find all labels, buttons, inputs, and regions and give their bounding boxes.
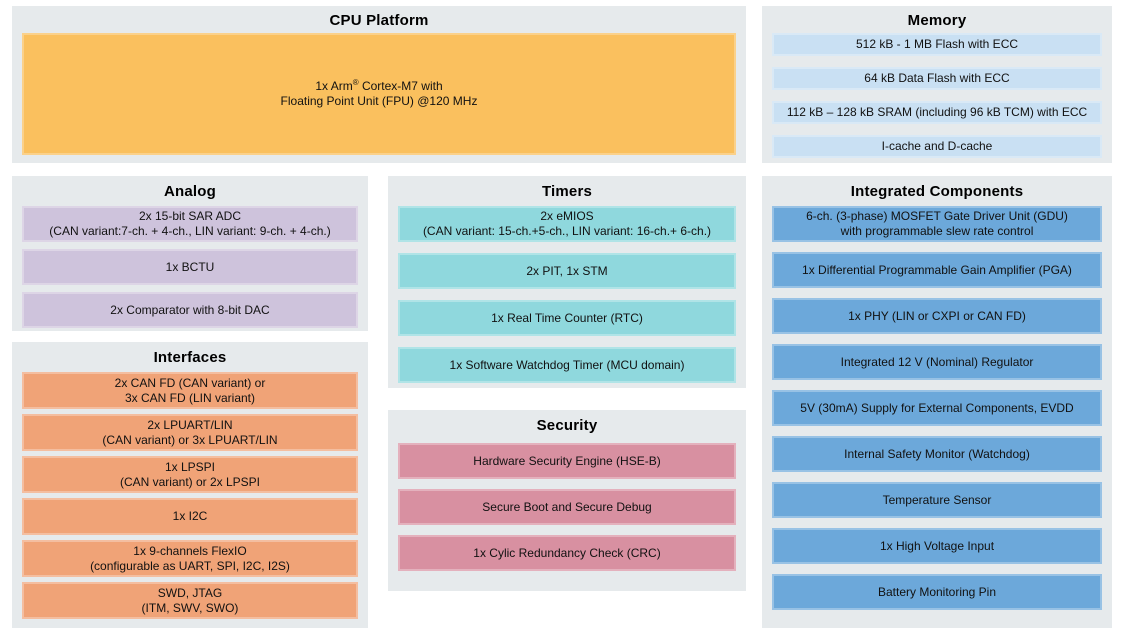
feature-row: Internal Safety Monitor (Watchdog) [772, 436, 1102, 472]
feature-row-line: Battery Monitoring Pin [877, 584, 997, 599]
feature-row: 1x BCTU [22, 249, 358, 285]
feature-row: Secure Boot and Secure Debug [398, 489, 736, 525]
feature-row: 1x Real Time Counter (RTC) [398, 300, 736, 336]
feature-row-line: 3x CAN FD (LIN variant) [124, 390, 256, 405]
panel-memory: Memory 512 kB - 1 MB Flash with ECC 64 kB… [762, 6, 1112, 163]
feature-row: 512 kB - 1 MB Flash with ECC [772, 33, 1102, 56]
memory-rows: 512 kB - 1 MB Flash with ECC 64 kB Data F… [772, 33, 1102, 158]
feature-row: 1x Cylic Redundancy Check (CRC) [398, 535, 736, 571]
feature-row-line: 1x I2C [172, 509, 208, 523]
panel-title-memory: Memory [907, 12, 967, 29]
feature-row-line: 1x LPSPI [164, 459, 216, 474]
feature-row-line: 64 kB Data Flash with ECC [864, 71, 1010, 85]
feature-row: 2x 15-bit SAR ADC(CAN variant:7-ch. + 4-… [22, 206, 358, 242]
feature-row: Battery Monitoring Pin [772, 574, 1102, 610]
timers-rows: 2x eMIOS(CAN variant: 15-ch.+5-ch., LIN … [398, 206, 736, 383]
feature-row-line: Internal Safety Monitor (Watchdog) [844, 446, 1030, 461]
panel-security: Security Hardware Security Engine (HSE-B… [388, 410, 746, 591]
feature-row-line: (CAN variant) or 2x LPSPI [119, 474, 261, 489]
feature-row: I-cache and D-cache [772, 135, 1102, 158]
panel-timers: Timers 2x eMIOS(CAN variant: 15-ch.+5-ch… [388, 176, 746, 388]
feature-row-line: 1x 9-channels FlexIO [133, 543, 247, 558]
feature-row: 6-ch. (3-phase) MOSFET Gate Driver Unit … [772, 206, 1102, 242]
cpu-core-line-2: Floating Point Unit (FPU) @120 MHz [280, 94, 478, 108]
feature-row: 2x eMIOS(CAN variant: 15-ch.+5-ch., LIN … [398, 206, 736, 242]
feature-row-line: 2x LPUART/LIN [147, 417, 233, 432]
feature-row-line: 1x High Voltage Input [879, 538, 995, 553]
security-rows: Hardware Security Engine (HSE-B) Secure B… [398, 440, 736, 571]
panel-title-cpu-platform: CPU Platform [329, 12, 429, 29]
feature-row-line: 1x Differential Programmable Gain Amplif… [802, 262, 1072, 277]
cpu-core-line-1: 1x Arm® Cortex-M7 with [315, 78, 443, 94]
feature-row-line: (CAN variant) or 3x LPUART/LIN [102, 432, 278, 447]
feature-row: 1x I2C [22, 498, 358, 535]
feature-row: Temperature Sensor [772, 482, 1102, 518]
feature-row-line: Secure Boot and Secure Debug [482, 499, 652, 514]
feature-row: Hardware Security Engine (HSE-B) [398, 443, 736, 479]
feature-row-line: 1x Software Watchdog Timer (MCU domain) [449, 357, 685, 372]
feature-row-line: (CAN variant:7-ch. + 4-ch., LIN variant:… [49, 224, 331, 238]
feature-row: Integrated 12 V (Nominal) Regulator [772, 344, 1102, 380]
panel-title-timers: Timers [541, 183, 593, 200]
feature-row-line: 2x eMIOS [540, 209, 594, 223]
feature-row-line: 5V (30mA) Supply for External Components… [800, 400, 1074, 415]
feature-row-line: 2x 15-bit SAR ADC [138, 209, 242, 223]
panel-cpu-platform: CPU Platform 1x Arm® Cortex-M7 with Floa… [12, 6, 746, 163]
feature-row-line: Temperature Sensor [882, 492, 992, 507]
panel-title-analog: Analog [163, 183, 217, 200]
feature-row: 1x PHY (LIN or CXPI or CAN FD) [772, 298, 1102, 334]
feature-row-line: 1x BCTU [165, 259, 215, 274]
registered-trademark-symbol: ® [352, 78, 359, 87]
feature-row-line: 1x Real Time Counter (RTC) [491, 310, 643, 325]
feature-row-line: I-cache and D-cache [881, 139, 993, 153]
feature-row-line: 2x CAN FD (CAN variant) or [114, 375, 266, 390]
panel-title-integrated-components: Integrated Components [850, 183, 1024, 200]
feature-row-line: (CAN variant: 15-ch.+5-ch., LIN variant:… [422, 224, 712, 238]
feature-row: 1x 9-channels FlexIO(configurable as UAR… [22, 540, 358, 577]
feature-row: 2x PIT, 1x STM [398, 253, 736, 289]
feature-row-line: Hardware Security Engine (HSE-B) [473, 453, 661, 468]
feature-row-line: 2x Comparator with 8-bit DAC [110, 302, 270, 317]
feature-row: 1x Differential Programmable Gain Amplif… [772, 252, 1102, 288]
feature-row-line: Integrated 12 V (Nominal) Regulator [840, 354, 1034, 369]
feature-row: 1x High Voltage Input [772, 528, 1102, 564]
panel-integrated-components: Integrated Components 6-ch. (3-phase) MO… [762, 176, 1112, 628]
analog-rows: 2x 15-bit SAR ADC(CAN variant:7-ch. + 4-… [22, 206, 358, 328]
feature-row: 64 kB Data Flash with ECC [772, 67, 1102, 90]
integrated-components-rows: 6-ch. (3-phase) MOSFET Gate Driver Unit … [772, 206, 1102, 610]
feature-row-line: 6-ch. (3-phase) MOSFET Gate Driver Unit … [806, 209, 1068, 223]
feature-row-line: 112 kB – 128 kB SRAM (including 96 kB TC… [786, 105, 1088, 119]
feature-row: 1x LPSPI(CAN variant) or 2x LPSPI [22, 456, 358, 493]
feature-row: 5V (30mA) Supply for External Components… [772, 390, 1102, 426]
feature-row: 2x Comparator with 8-bit DAC [22, 292, 358, 328]
feature-row-line: 1x PHY (LIN or CXPI or CAN FD) [848, 308, 1026, 323]
feature-row: 1x Software Watchdog Timer (MCU domain) [398, 347, 736, 383]
feature-row-line: 1x Cylic Redundancy Check (CRC) [473, 545, 661, 560]
feature-row: 112 kB – 128 kB SRAM (including 96 kB TC… [772, 101, 1102, 124]
feature-row: 2x LPUART/LIN(CAN variant) or 3x LPUART/… [22, 414, 358, 451]
panel-title-interfaces: Interfaces [153, 349, 227, 366]
feature-row-line: 512 kB - 1 MB Flash with ECC [855, 37, 1019, 51]
feature-row-line: with programmable slew rate control [840, 224, 1034, 238]
panel-title-security: Security [536, 417, 598, 434]
feature-row-line: (ITM, SWV, SWO) [141, 600, 239, 615]
cpu-core-block: 1x Arm® Cortex-M7 with Floating Point Un… [22, 33, 736, 155]
feature-row-line: (configurable as UART, SPI, I2C, I2S) [90, 558, 290, 573]
panel-analog: Analog 2x 15-bit SAR ADC(CAN variant:7-c… [12, 176, 368, 331]
feature-row-line: SWD, JTAG [157, 585, 223, 600]
feature-row: SWD, JTAG(ITM, SWV, SWO) [22, 582, 358, 619]
feature-row-line: 2x PIT, 1x STM [526, 263, 608, 278]
